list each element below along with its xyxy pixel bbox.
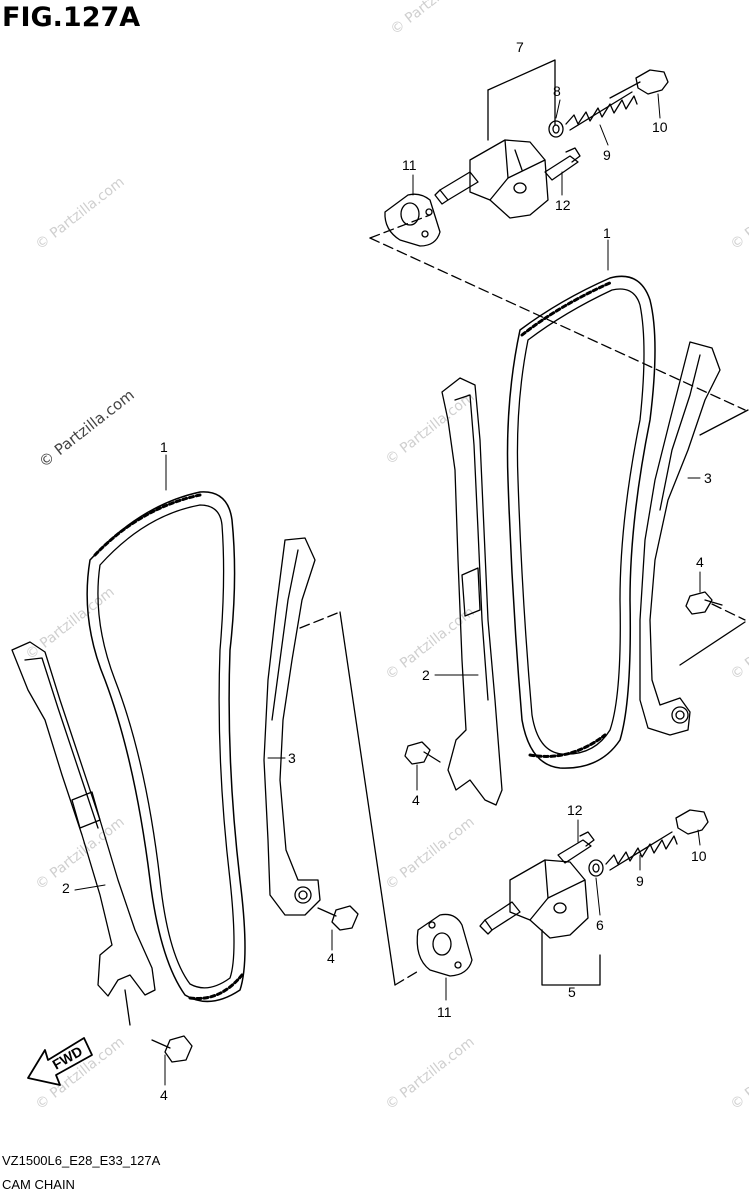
callout-2-left: 2 bbox=[62, 880, 70, 896]
cam-chain-left bbox=[86, 491, 246, 1003]
tensioner-gasket bbox=[384, 193, 441, 247]
bolt-4 bbox=[404, 741, 431, 765]
tensioner-body bbox=[469, 139, 549, 219]
watermark: © Partzilla.com bbox=[33, 174, 128, 253]
callout-1-left: 1 bbox=[160, 439, 168, 455]
chain-guide-right bbox=[441, 377, 503, 806]
alignment-line bbox=[699, 409, 749, 436]
bolt-4 bbox=[164, 1035, 193, 1063]
watermark: © Partzilla.com bbox=[23, 584, 118, 663]
watermark: © Partzilla.com bbox=[728, 1034, 749, 1113]
chain-guide-left bbox=[11, 641, 156, 997]
bracket-5 bbox=[541, 929, 601, 986]
bolt-10 bbox=[675, 809, 709, 835]
washer-6 bbox=[588, 859, 604, 877]
gasket-bolt-hole bbox=[425, 208, 433, 216]
callout-labels: 1 2 3 4 4 1 2 3 4 4 7 8 9 10 11 12 12 10… bbox=[62, 39, 712, 1103]
callout-4-left-upper: 4 bbox=[327, 950, 335, 966]
callout-3-left: 3 bbox=[288, 750, 296, 766]
watermark: © Partzilla.com bbox=[388, 0, 483, 38]
callout-11-bottom: 11 bbox=[437, 1004, 452, 1020]
bolt-4 bbox=[331, 905, 359, 931]
top-tensioner-assembly bbox=[369, 59, 749, 436]
watermark-group: © Partzilla.com © Partzilla.com © Partzi… bbox=[23, 0, 749, 1113]
callout-8: 8 bbox=[553, 83, 561, 99]
figure-name: CAM CHAIN bbox=[2, 1177, 75, 1192]
bottom-tensioner-assembly bbox=[416, 809, 709, 986]
callout-2-right: 2 bbox=[422, 667, 430, 683]
bolt-4 bbox=[685, 591, 713, 615]
left-chain-assembly bbox=[11, 491, 421, 1063]
callout-11-top: 11 bbox=[402, 157, 417, 173]
callout-4-right-upper: 4 bbox=[696, 554, 704, 570]
tensioner-shoe-left bbox=[263, 537, 321, 916]
alignment-line bbox=[369, 237, 746, 411]
tensioner-plunger bbox=[439, 171, 479, 201]
spring-9 bbox=[605, 835, 678, 865]
cam-chain-right bbox=[506, 275, 656, 769]
watermark: © Partzilla.com bbox=[383, 604, 478, 683]
tensioner-shoe-right bbox=[639, 341, 721, 736]
watermark: © Partzilla.com bbox=[383, 1034, 478, 1113]
watermark: © Partzilla.com bbox=[383, 814, 478, 893]
figure-title: FIG.127A bbox=[2, 2, 141, 33]
bolt-12 bbox=[544, 155, 579, 181]
chain-links bbox=[520, 280, 614, 337]
chain-links bbox=[528, 733, 607, 758]
callout-4-left-lower: 4 bbox=[160, 1087, 168, 1103]
tensioner-gasket bbox=[416, 913, 473, 977]
leader-lines bbox=[74, 93, 701, 1086]
watermark: © Partzilla.com bbox=[728, 174, 749, 253]
bolt-12 bbox=[557, 839, 592, 864]
watermark: © Partzilla.com bbox=[383, 389, 478, 468]
callout-3-right: 3 bbox=[704, 470, 712, 486]
gasket-hole bbox=[400, 202, 420, 226]
callout-12-bottom: 12 bbox=[567, 802, 583, 818]
watermark: © Partzilla.com bbox=[728, 604, 749, 683]
watermark-dark: © Partzilla.com bbox=[35, 386, 137, 471]
washer-8 bbox=[548, 120, 564, 138]
callout-4-right-lower: 4 bbox=[412, 792, 420, 808]
chain-links bbox=[188, 973, 244, 1001]
right-chain-assembly bbox=[404, 275, 746, 806]
callout-6: 6 bbox=[596, 917, 604, 933]
bracket-7 bbox=[487, 59, 556, 126]
tensioner-body bbox=[509, 859, 589, 939]
callout-9-bottom: 9 bbox=[636, 873, 644, 889]
callout-12-top: 12 bbox=[555, 197, 571, 213]
tensioner-plunger bbox=[484, 901, 521, 931]
callout-5: 5 bbox=[568, 984, 576, 1000]
callout-10-top: 10 bbox=[652, 119, 668, 135]
callout-10-bottom: 10 bbox=[691, 848, 707, 864]
bolt-10 bbox=[635, 69, 669, 95]
spring-9 bbox=[565, 95, 638, 125]
fwd-arrow bbox=[27, 1037, 93, 1086]
callout-7: 7 bbox=[516, 39, 524, 55]
watermark: © Partzilla.com bbox=[33, 814, 128, 893]
callout-1-right: 1 bbox=[603, 225, 611, 241]
figure-code: VZ1500L6_E28_E33_127A bbox=[2, 1153, 161, 1168]
alignment-line bbox=[369, 214, 431, 239]
callout-9-top: 9 bbox=[603, 147, 611, 163]
chain-links bbox=[93, 493, 202, 557]
gasket-bolt-hole bbox=[421, 230, 429, 238]
